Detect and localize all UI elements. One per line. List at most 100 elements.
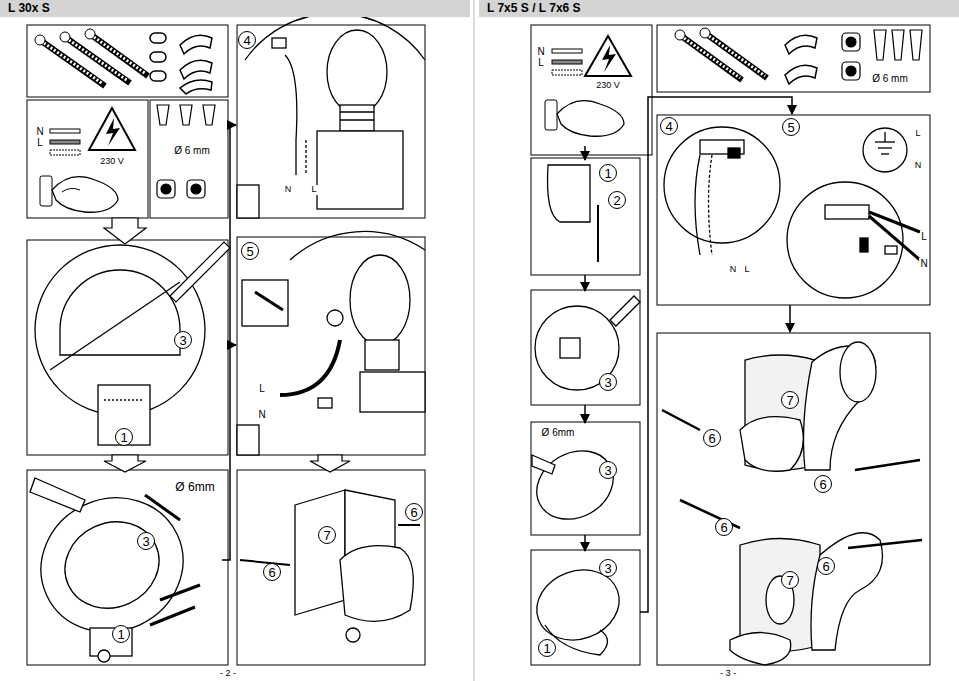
- lamp-wiring: [878, 147, 892, 148]
- lamp-wiring: [340, 111, 374, 112]
- dowel: [180, 105, 192, 125]
- part-label: L: [914, 129, 921, 139]
- part-label: Ø 6 mm: [173, 145, 211, 156]
- page-number: - 3 -: [719, 669, 737, 679]
- step-panel: [27, 25, 228, 97]
- screw: [40, 40, 105, 86]
- screw: [705, 33, 767, 78]
- callout-circle: 6: [814, 475, 832, 493]
- lamp-cover: [295, 490, 345, 615]
- drilling: [98, 650, 110, 662]
- mains-warning: [52, 177, 118, 213]
- step-panel: [237, 237, 425, 455]
- mains-warning: [602, 45, 616, 72]
- washer: [150, 52, 166, 62]
- part-label: L: [310, 185, 317, 195]
- lamp-wiring: [237, 231, 425, 455]
- lamp-wiring: [884, 132, 885, 142]
- callout-circle: 5: [782, 118, 800, 136]
- flow-line: [222, 125, 236, 560]
- lamp-wiring: [318, 398, 332, 408]
- screw: [680, 35, 742, 80]
- lamp-wiring: [237, 425, 259, 455]
- lamp-housing: [730, 633, 791, 666]
- lamp-housing: [811, 533, 883, 650]
- clip: [180, 80, 212, 94]
- mains-warning: [552, 70, 582, 75]
- screw: [44, 43, 103, 84]
- step-arrow: [584, 405, 586, 423]
- part-label: L: [36, 137, 44, 148]
- lamp-housing: [730, 342, 883, 665]
- step-panel: [531, 290, 640, 405]
- screw: [94, 37, 146, 74]
- callout-circle: 4: [660, 117, 678, 135]
- dowel: [910, 30, 922, 60]
- lamp-wiring: [869, 216, 920, 260]
- callout-circle: 5: [241, 242, 259, 260]
- part-label: Ø 6mm: [541, 427, 576, 438]
- callout-number: 6: [708, 432, 715, 445]
- drilling: [30, 478, 85, 512]
- drilling: [51, 507, 174, 624]
- part-label: N: [35, 126, 44, 137]
- part-label: N: [284, 185, 293, 195]
- dowel: [157, 105, 169, 125]
- clip: [180, 60, 212, 79]
- lamp-cover: [398, 524, 420, 526]
- callout-circle: 3: [599, 373, 617, 391]
- lamp-wiring: [285, 55, 297, 175]
- washer: [150, 33, 166, 81]
- flow-line: [230, 344, 236, 346]
- callout-circle: 3: [137, 532, 155, 550]
- drilling: [19, 475, 205, 655]
- lamp-wiring: [237, 185, 259, 218]
- lamp-wiring: [255, 292, 283, 310]
- part-label: L: [258, 383, 266, 394]
- lamp-wiring: [327, 310, 343, 326]
- title-text: L 7x5 S / L 7x6 S: [487, 1, 581, 15]
- callout-circle: 6: [715, 518, 733, 536]
- clip: [785, 35, 817, 54]
- callout-circle: 3: [599, 559, 617, 577]
- screw: [60, 32, 70, 42]
- mains-warning: [106, 118, 120, 146]
- lamp-wiring: [280, 340, 340, 395]
- screw: [675, 28, 767, 80]
- lamp-base: [60, 270, 180, 355]
- callout-circle: 1: [538, 639, 556, 657]
- lamp-base: [524, 165, 640, 655]
- step-panel: [150, 100, 228, 218]
- lamp-wiring: [664, 127, 780, 243]
- screw: [684, 38, 740, 78]
- step-arrow: [104, 218, 350, 472]
- dowel: [187, 180, 205, 198]
- step-arrow: [104, 455, 146, 472]
- callout-number: 7: [786, 394, 793, 407]
- lamp-wiring: [365, 340, 399, 370]
- callout-circle: 1: [599, 164, 617, 182]
- mains-warning: [585, 36, 631, 76]
- mains-warning: [552, 49, 582, 53]
- screw: [700, 28, 710, 38]
- callout-circle: 1: [115, 428, 133, 446]
- step-arrow: [640, 97, 792, 612]
- step-panel: [657, 115, 930, 305]
- callout-number: 4: [665, 120, 672, 133]
- clip: [180, 35, 212, 54]
- step-panel: [27, 100, 148, 218]
- page-divider: [474, 0, 475, 681]
- step-arrow: [584, 535, 586, 551]
- mains-warning: [50, 150, 80, 155]
- lamp-wiring: [237, 13, 425, 218]
- lamp-cover: [240, 560, 290, 565]
- mains-warning: [62, 188, 80, 192]
- callout-number: 2: [613, 194, 620, 207]
- callout-circle: 3: [599, 461, 617, 479]
- lamp-wiring: [728, 148, 740, 158]
- washer: [150, 71, 166, 81]
- lamp-wiring: [272, 38, 286, 48]
- lamp-base: [527, 559, 629, 652]
- flow-line: [222, 125, 236, 560]
- lamp-wiring: [825, 205, 869, 219]
